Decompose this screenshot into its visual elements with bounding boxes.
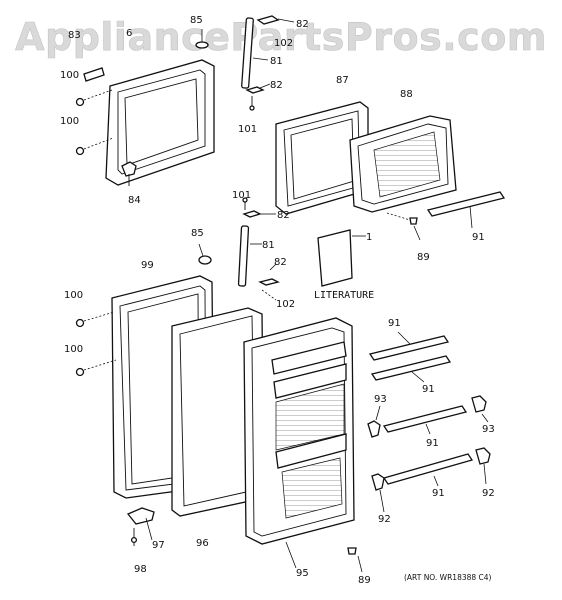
callout-88: 88: [400, 89, 413, 100]
callout-87: 87: [336, 75, 349, 86]
literature-booklet: [317, 229, 366, 287]
hinge-pin-84: [121, 161, 137, 186]
shelf-bar-1: [368, 335, 450, 361]
callout-92: 92: [482, 488, 495, 499]
callout-91: 91: [388, 318, 401, 329]
callout-85: 85: [191, 228, 204, 239]
screw-98: [130, 528, 138, 546]
callout-101: 101: [238, 124, 257, 135]
callout-95: 95: [296, 568, 309, 579]
callout-82: 82: [274, 257, 287, 268]
callout-101: 101: [232, 190, 251, 201]
watermark: AppliancePartsPros.com: [15, 15, 547, 59]
callout-84: 84: [128, 195, 141, 206]
door-badge: [83, 67, 105, 82]
callout-93: 93: [374, 394, 387, 405]
callout-102: 102: [276, 299, 295, 310]
callout-100: 100: [60, 70, 79, 81]
plug-upper-1: [75, 89, 113, 107]
callout-100: 100: [64, 344, 83, 355]
callout-83: 83: [68, 30, 81, 41]
callout-100: 100: [64, 290, 83, 301]
end-cap-93-left: [367, 420, 381, 438]
callout-82: 82: [277, 210, 290, 221]
fresh-food-door-liner: [243, 317, 355, 569]
literature-label: LITERATURE: [314, 290, 374, 301]
callout-98: 98: [134, 564, 147, 575]
callout-91: 91: [472, 232, 485, 243]
screw-89-upper: [386, 212, 421, 241]
callout-99: 99: [141, 260, 154, 271]
end-cap-92-right: [475, 447, 491, 465]
plug-lower-2: [75, 359, 117, 377]
callout-89: 89: [358, 575, 371, 586]
callout-92: 92: [378, 514, 391, 525]
shelf-bar-2: [370, 355, 452, 381]
end-cap-93-right: [471, 395, 487, 413]
plug-lower-1: [75, 311, 115, 328]
lower-hinge-assembly: [237, 197, 280, 301]
shelf-bar-4: [382, 453, 474, 485]
callout-102: 102: [274, 38, 293, 49]
freezer-door: [105, 59, 215, 186]
callout-93: 93: [482, 424, 495, 435]
shelf-bar-upper: [426, 191, 506, 217]
callout-89: 89: [417, 252, 430, 263]
callout-91: 91: [432, 488, 445, 499]
callout-labels: 85 82 102 81 82 101 6 83 100 100 84 87 8…: [60, 15, 495, 586]
callout-82: 82: [270, 80, 283, 91]
freezer-door-liner: [349, 115, 457, 213]
callout-96: 96: [196, 538, 209, 549]
callout-81: 81: [270, 56, 283, 67]
callout-91: 91: [426, 438, 439, 449]
callout-1: 1: [366, 232, 372, 243]
screw-89-lower: [347, 547, 363, 573]
callout-81: 81: [262, 240, 275, 251]
shelf-bar-3: [382, 405, 468, 433]
art-number: (ART NO. WR18388 C4): [404, 573, 492, 582]
callout-leaders: [375, 331, 489, 513]
callout-100: 100: [60, 116, 79, 127]
end-cap-92-left: [371, 473, 385, 491]
callout-97: 97: [152, 540, 165, 551]
callout-6: 6: [126, 28, 132, 39]
callout-91: 91: [422, 384, 435, 395]
plug-upper-2: [75, 137, 114, 156]
bottom-hinge-97: [126, 507, 155, 541]
upper-hinge-assembly: [195, 15, 295, 111]
callout-85: 85: [190, 15, 203, 26]
bumper-85-lower: [198, 243, 212, 265]
callout-82: 82: [296, 19, 309, 30]
